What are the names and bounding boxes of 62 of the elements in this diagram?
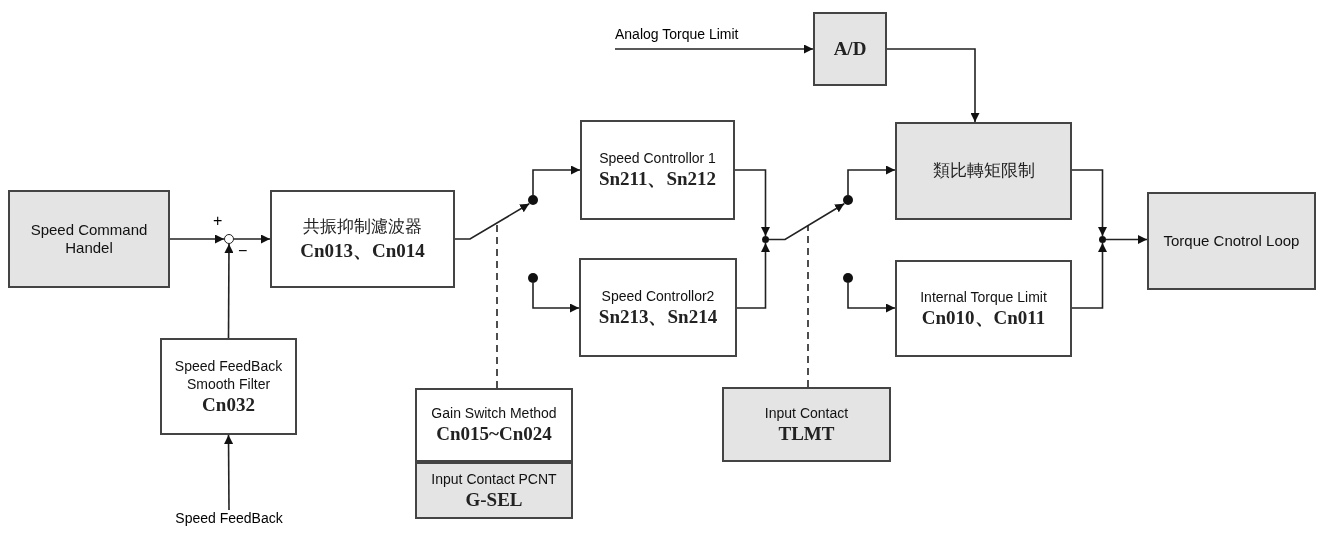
arrow bbox=[532, 282, 580, 313]
junction-dot bbox=[762, 236, 769, 243]
switch-contact bbox=[528, 273, 538, 283]
converter-box bbox=[813, 12, 887, 86]
parameter-code: TLMT bbox=[778, 421, 835, 446]
arrow bbox=[169, 234, 225, 244]
block-box bbox=[1147, 192, 1316, 290]
arrow bbox=[736, 242, 770, 309]
parameter-code: Sn213、Sn214 bbox=[598, 304, 718, 329]
block-box bbox=[415, 462, 573, 519]
junction-dot bbox=[1099, 236, 1106, 243]
arrow bbox=[847, 165, 896, 196]
parameter-code: Cn013、Cn014 bbox=[300, 239, 425, 263]
summing-junction bbox=[224, 234, 234, 244]
block-box bbox=[895, 122, 1072, 220]
arrow bbox=[532, 165, 581, 196]
switch-contact bbox=[528, 195, 538, 205]
block-box bbox=[722, 387, 891, 462]
parameter-code: Sn211、Sn212 bbox=[598, 167, 717, 191]
arrow bbox=[734, 169, 770, 237]
block-box bbox=[415, 388, 573, 462]
parameter-code: A/D bbox=[833, 37, 867, 61]
arrow bbox=[1071, 169, 1107, 237]
block-title: Speed FeedBack Smooth Filter bbox=[173, 356, 284, 393]
control-line bbox=[496, 222, 498, 389]
sign-label: − bbox=[238, 242, 248, 260]
sign-label: + bbox=[213, 212, 223, 230]
parameter-code: Cn015~Cn024 bbox=[436, 422, 552, 446]
block-box bbox=[270, 190, 455, 288]
parameter-code: Cn032 bbox=[202, 392, 255, 417]
arrow bbox=[233, 234, 271, 244]
arrow bbox=[1105, 235, 1148, 244]
block-title: Torque Cnotrol Loop bbox=[1163, 232, 1300, 250]
arrow bbox=[886, 48, 980, 123]
arrow bbox=[454, 203, 530, 240]
arrow bbox=[614, 44, 814, 54]
arrow bbox=[224, 243, 234, 339]
block-title: 類比轉矩限制 bbox=[932, 160, 1035, 182]
block-title: Internal Torque Limit bbox=[920, 287, 1047, 306]
block-box bbox=[580, 120, 735, 220]
block-box bbox=[160, 338, 297, 435]
block-box bbox=[895, 260, 1072, 357]
block-title: Input Contact PCNT bbox=[431, 469, 557, 488]
parameter-code: G-SEL bbox=[465, 487, 523, 512]
control-line bbox=[807, 224, 809, 388]
block-title: Speed Controllor2 bbox=[601, 286, 715, 305]
arrow bbox=[1071, 242, 1107, 309]
block-title: Input Contact bbox=[764, 403, 849, 422]
block-box bbox=[579, 258, 737, 357]
edge-label: Analog Torque Limit bbox=[615, 26, 739, 42]
switch-contact bbox=[843, 195, 853, 205]
switch-contact bbox=[843, 273, 853, 283]
arrow bbox=[768, 203, 845, 241]
block-title: 共振抑制濾波器 bbox=[303, 216, 422, 238]
block-title: Speed Command Handel bbox=[29, 221, 149, 257]
input-label: Speed FeedBack bbox=[150, 510, 308, 532]
arrow bbox=[847, 282, 896, 313]
parameter-code: Cn010、Cn011 bbox=[921, 305, 1046, 330]
arrow bbox=[224, 434, 234, 511]
block-box bbox=[8, 190, 170, 288]
block-title: Speed Controllor 1 bbox=[599, 149, 716, 167]
block-title: Gain Switch Method bbox=[431, 404, 557, 422]
